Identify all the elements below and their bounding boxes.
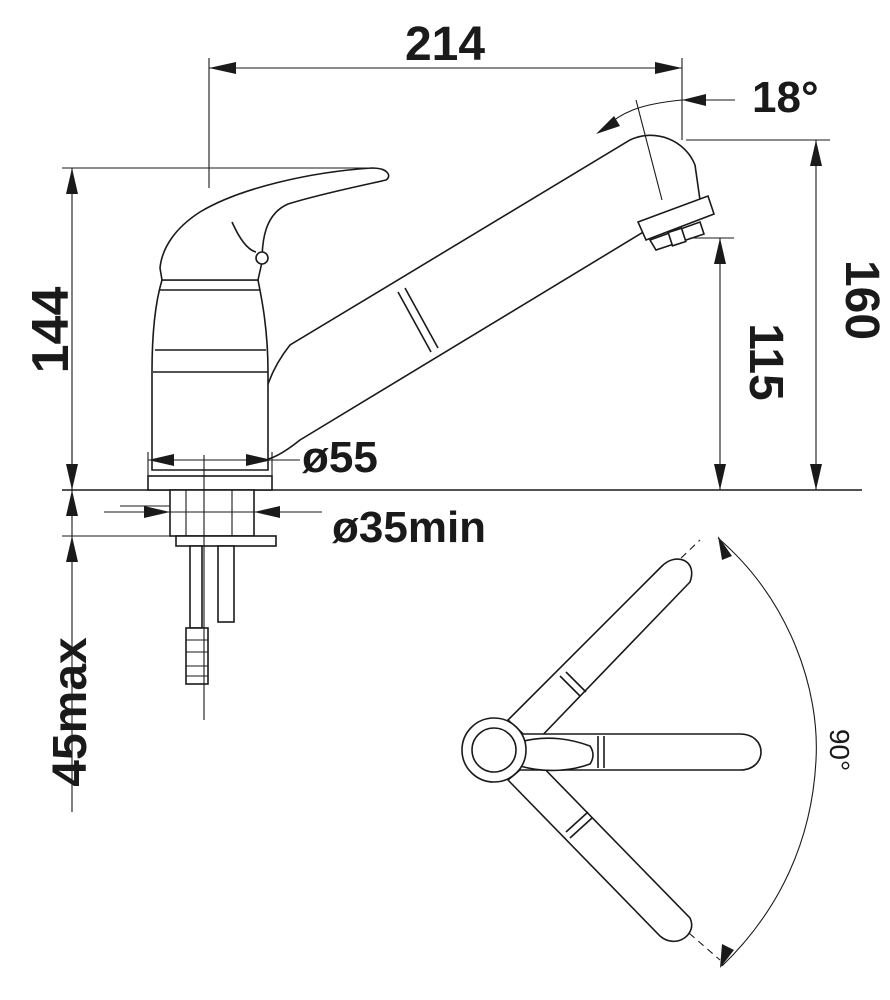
lever-top [519,737,594,772]
spout-position-center [519,733,762,772]
dim-35min: ø35min [104,503,486,552]
dim-115-label: 115 [739,323,792,400]
side-view: 214 18° 160 115 [22,18,888,812]
dim-45max: 45max [44,440,178,812]
dim-18deg-label: 18° [752,73,819,122]
spout-position-upper [506,558,693,746]
base-flange [147,475,273,491]
spout-joint-line [404,287,439,349]
dim-160-label: 160 [835,260,888,340]
mounting-parts [169,455,277,720]
dim-115: 115 [690,237,792,490]
dim-55: ø55 [147,433,378,482]
spout-joint-line-2 [397,291,432,353]
dim-90deg-label: 90° [824,729,855,771]
dim-144: 144 [22,167,372,490]
spray-head [636,194,716,251]
dim-18deg: 18° [596,73,819,201]
dim-160: 160 [686,139,888,490]
handle-pivot [255,251,269,265]
dim-90deg: 90° [717,536,855,968]
dim-35min-label: ø35min [332,503,486,552]
top-view: 90° [461,536,855,968]
dim-55-label: ø55 [302,433,378,482]
dim-144-label: 144 [22,287,80,374]
spout-position-lower [506,756,693,943]
base-circle-inner [471,727,517,773]
faucet-body [151,279,269,471]
dim-45max-label: 45max [44,637,97,787]
dim-214-label: 214 [405,18,485,71]
lever-handle [159,167,390,281]
dim-214: 214 [208,18,683,188]
